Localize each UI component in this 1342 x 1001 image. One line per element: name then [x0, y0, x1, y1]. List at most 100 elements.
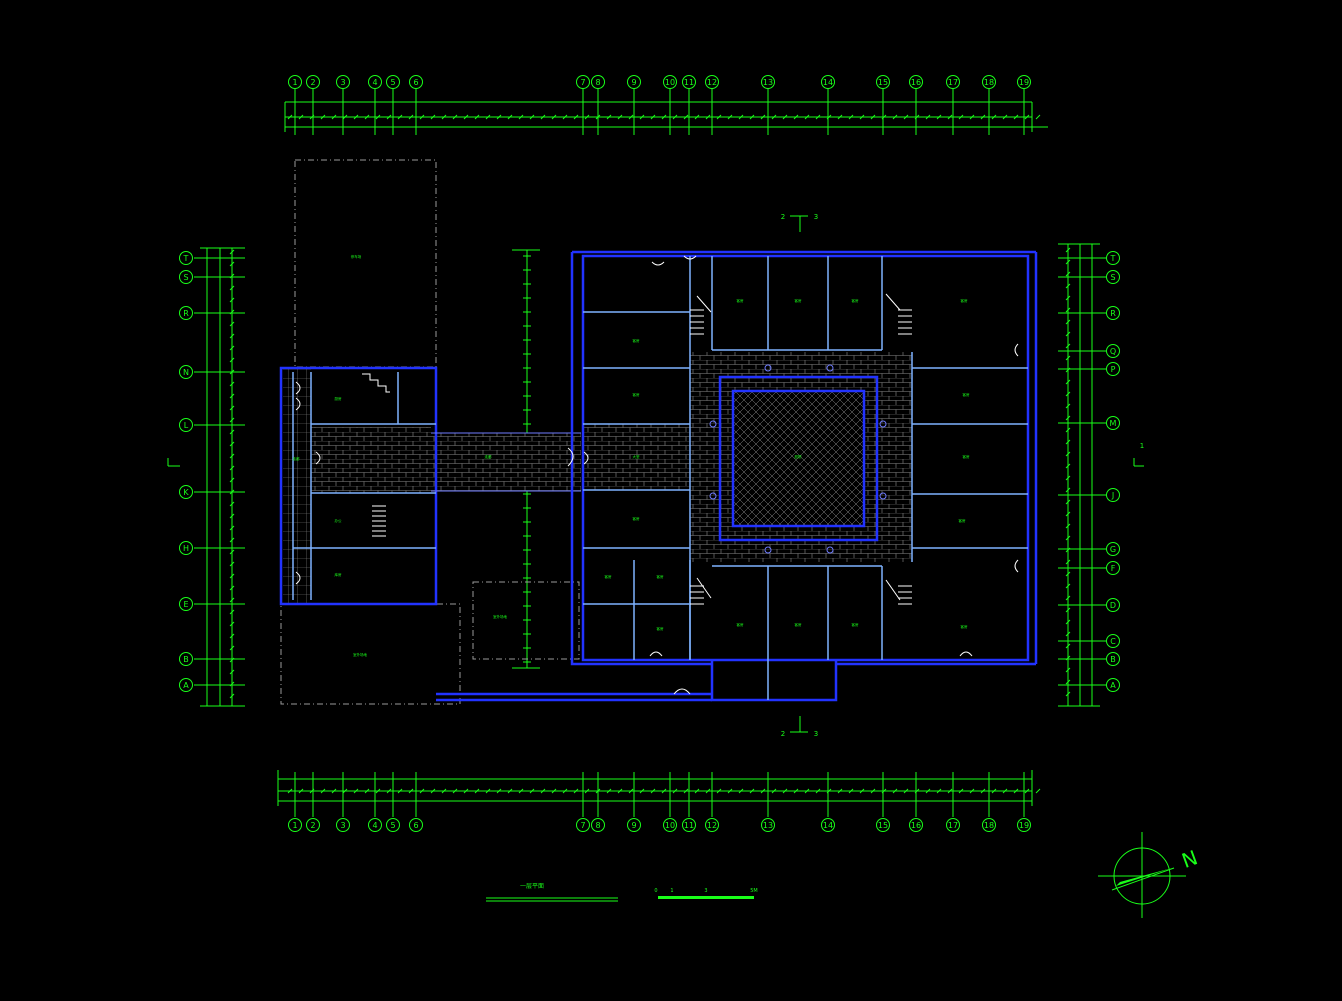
top-column-axis-bubble: 13 [761, 75, 775, 89]
top-tick-mark [287, 114, 293, 120]
scale-bar [658, 896, 754, 899]
bottom-tick-mark [870, 788, 876, 794]
bottom-tick-mark [518, 788, 524, 794]
room-labels: 客房 客房 大堂 客房 客房 客房 客房 客房 客房 客房 客房 客房 客房 客… [605, 298, 971, 631]
svg-text:庭院: 庭院 [795, 454, 803, 459]
bottom-column-axis-bubble: 9 [627, 818, 641, 832]
top-tick-mark [485, 114, 491, 120]
scale-label-3: 3 [704, 888, 707, 894]
left-row-axis-bubble: B [179, 652, 193, 666]
svg-text:客房: 客房 [961, 298, 969, 303]
bottom-column-axis-label: 18 [984, 821, 994, 830]
left-tick-mark [229, 345, 235, 351]
top-column-axis-bubble: 5 [386, 75, 400, 89]
top-tick-mark [562, 114, 568, 120]
top-tick-mark [826, 114, 832, 120]
top-column-axis-bubble: 19 [1017, 75, 1031, 89]
main-block-walls [436, 250, 1038, 702]
left-row-axis-bubble: T [179, 251, 193, 265]
bottom-tick-mark [639, 788, 645, 794]
left-row-axis-bubble: E [179, 597, 193, 611]
right-row-axis-label: P [1111, 365, 1116, 374]
bottom-tick-mark [837, 788, 843, 794]
right-row-axis-bubble: A [1106, 678, 1120, 692]
right-tick-mark [1065, 547, 1071, 553]
left-row-axis-label: K [183, 488, 189, 497]
svg-text:客房: 客房 [605, 574, 613, 579]
bottom-tick-mark [287, 788, 293, 794]
bottom-column-axis-bubble: 18 [982, 818, 996, 832]
bottom-column-axis-bubble: 4 [368, 818, 382, 832]
bottom-tick-mark [353, 788, 359, 794]
top-tick-mark [936, 114, 942, 120]
right-tick-mark [1065, 343, 1071, 349]
bottom-column-axis-bubble: 1 [288, 818, 302, 832]
section-label-top-left: 2 [781, 213, 785, 221]
top-column-axis-bubble: 7 [576, 75, 590, 89]
top-tick-mark [353, 114, 359, 120]
top-tick-mark [639, 114, 645, 120]
bottom-tick-mark [375, 788, 381, 794]
bottom-tick-mark [408, 788, 414, 794]
top-tick-mark [496, 114, 502, 120]
left-dimension-lines [167, 247, 245, 707]
right-tick-mark [1065, 523, 1071, 529]
bottom-column-axis-bubble: 5 [386, 818, 400, 832]
left-tick-mark [229, 657, 235, 663]
left-tick-mark [229, 321, 235, 327]
bottom-tick-mark [342, 788, 348, 794]
right-tick-mark [1065, 583, 1071, 589]
bottom-tick-mark [760, 788, 766, 794]
bottom-tick-mark [397, 788, 403, 794]
bottom-column-axis-label: 13 [763, 821, 773, 830]
bottom-column-axis-bubble: 7 [576, 818, 590, 832]
left-tick-mark [229, 537, 235, 543]
left-row-axis-label: H [183, 544, 189, 553]
top-tick-mark [859, 114, 865, 120]
svg-text:客房: 客房 [961, 624, 969, 629]
right-tick-mark [1065, 247, 1071, 253]
top-column-axis-bubble: 2 [306, 75, 320, 89]
bottom-tick-mark [573, 788, 579, 794]
right-tick-mark [1065, 367, 1071, 373]
bottom-tick-mark [386, 788, 392, 794]
left-row-axis-bubble: R [179, 306, 193, 320]
bottom-tick-mark [1002, 788, 1008, 794]
bottom-column-axis-label: 4 [372, 821, 377, 830]
bottom-column-axis-bubble: 11 [682, 818, 696, 832]
left-row-axis-bubble: N [179, 365, 193, 379]
left-tick-mark [229, 333, 235, 339]
top-column-axis-label: 19 [1019, 78, 1029, 87]
left-row-axis-label: R [183, 309, 189, 318]
left-row-axis-bubble: H [179, 541, 193, 555]
bottom-tick-mark [540, 788, 546, 794]
svg-text:客房: 客房 [963, 392, 971, 397]
bottom-tick-mark [892, 788, 898, 794]
right-tick-mark [1065, 355, 1071, 361]
left-tick-mark [229, 501, 235, 507]
top-tick-mark [771, 114, 777, 120]
bottom-column-axis-label: 5 [390, 821, 395, 830]
right-tick-mark [1065, 259, 1071, 265]
top-column-axis-label: 9 [631, 78, 636, 87]
left-tick-mark [229, 597, 235, 603]
top-tick-mark [804, 114, 810, 120]
right-tick-mark [1065, 391, 1071, 397]
left-tick-mark [229, 693, 235, 699]
svg-text:客房: 客房 [959, 518, 967, 523]
left-tick-mark [229, 645, 235, 651]
top-tick-mark [551, 114, 557, 120]
top-tick-mark [958, 114, 964, 120]
top-tick-mark [925, 114, 931, 120]
bottom-tick-mark [925, 788, 931, 794]
top-tick-mark [320, 114, 326, 120]
right-dimension-lines [1058, 243, 1144, 707]
top-tick-mark [793, 114, 799, 120]
right-tick-mark [1065, 319, 1071, 325]
svg-text:连廊: 连廊 [485, 454, 493, 459]
svg-text:客房: 客房 [795, 298, 803, 303]
right-tick-mark [1065, 559, 1071, 565]
section-markers: 2 3 2 3 1 [781, 213, 1144, 738]
